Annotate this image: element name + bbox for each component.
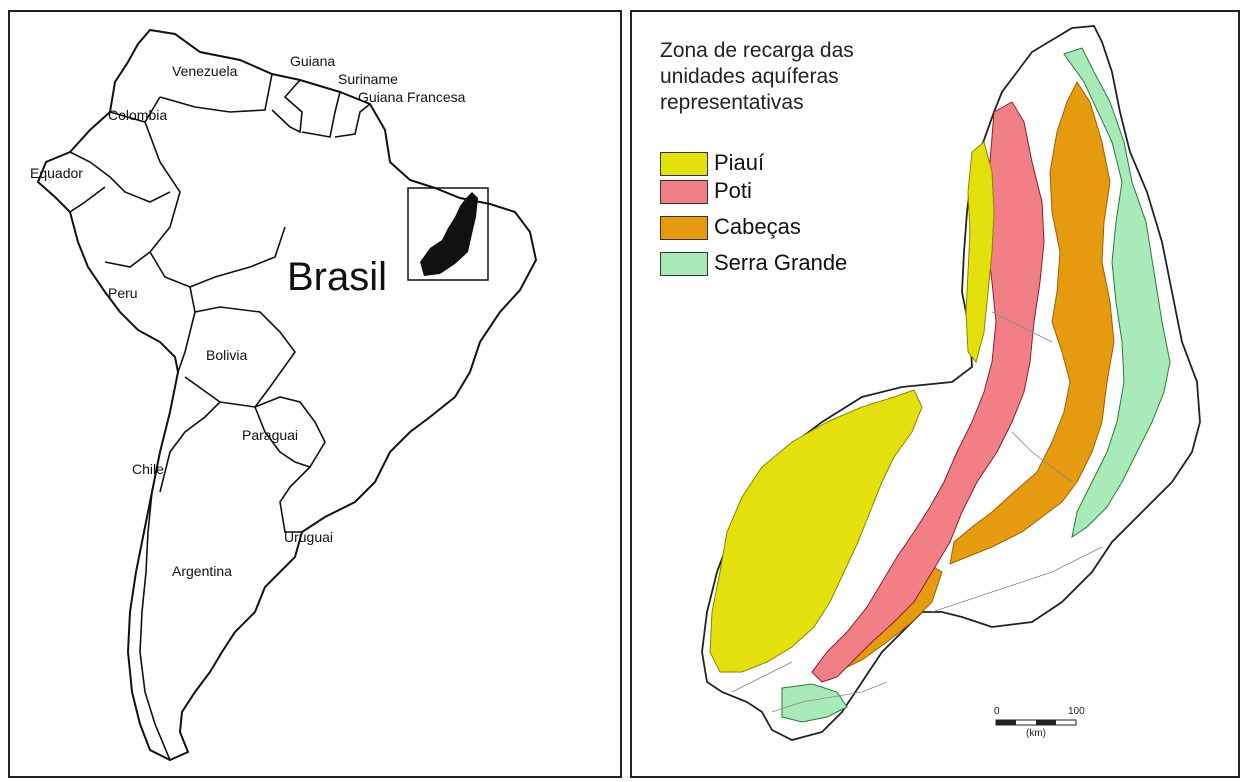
label-peru: Peru bbox=[108, 285, 138, 301]
legend-label-serra-grande: Serra Grande bbox=[714, 250, 848, 275]
label-chile: Chile bbox=[132, 461, 164, 477]
aquifer-recharge-map-panel: Zona de recarga das unidades aquíferas r… bbox=[630, 10, 1240, 778]
poti-zone bbox=[811, 101, 1045, 683]
legend-label-piaui: Piauí bbox=[714, 150, 765, 175]
scale-end-label: 100 bbox=[1068, 706, 1085, 717]
label-argentina: Argentina bbox=[172, 563, 232, 579]
label-uruguai: Uruguai bbox=[284, 529, 333, 545]
piaui-formation-zone bbox=[709, 389, 923, 673]
legend-swatch-piaui bbox=[660, 152, 708, 176]
scale-start-label: 0 bbox=[994, 706, 1000, 717]
label-venezuela: Venezuela bbox=[172, 63, 238, 79]
legend-swatch-serra-grande bbox=[660, 252, 708, 276]
legend-title-line-3: representativas bbox=[660, 91, 804, 114]
country-borders bbox=[69, 73, 371, 761]
piaui-locator-box bbox=[407, 187, 489, 281]
legend-title: Zona de recarga das unidades aquíferas r… bbox=[660, 38, 920, 116]
terrain-contours bbox=[731, 311, 1103, 713]
legend-label-poti: Poti bbox=[714, 178, 752, 203]
serra-grande-south-patch bbox=[781, 683, 848, 723]
scale-bar-graphic bbox=[995, 719, 1077, 726]
south-america-outline bbox=[36, 28, 538, 762]
legend-label-cabecas: Cabeças bbox=[714, 214, 801, 239]
south-america-map: Venezuela Guiana Suriname Guiana Frances… bbox=[30, 28, 538, 762]
legend-swatch-poti bbox=[660, 180, 708, 204]
label-guiana-francesa: Guiana Francesa bbox=[358, 89, 466, 105]
piaui-formation-north-strip bbox=[965, 141, 995, 364]
label-brasil: Brasil bbox=[287, 255, 387, 299]
piaui-locator-shape bbox=[420, 192, 478, 276]
legend-title-line-1: Zona de recarga das bbox=[660, 39, 854, 62]
cabecas-zone bbox=[949, 80, 1115, 565]
label-paraguai: Paraguai bbox=[242, 427, 298, 443]
label-suriname: Suriname bbox=[338, 71, 398, 87]
label-colombia: Colombia bbox=[108, 107, 167, 123]
label-equador: Equador bbox=[30, 165, 83, 181]
scale-unit-label: (km) bbox=[1026, 728, 1046, 739]
scale-bar: 0 100 (km) bbox=[994, 706, 1104, 750]
label-guiana: Guiana bbox=[290, 53, 335, 69]
legend-swatch-cabecas bbox=[660, 216, 708, 240]
label-bolivia: Bolivia bbox=[206, 347, 247, 363]
south-america-map-panel: Venezuela Guiana Suriname Guiana Frances… bbox=[8, 10, 622, 778]
serra-grande-zone bbox=[1063, 47, 1171, 539]
piaui-aquifer-map bbox=[701, 25, 1201, 741]
legend-title-line-2: unidades aquíferas bbox=[660, 65, 839, 88]
